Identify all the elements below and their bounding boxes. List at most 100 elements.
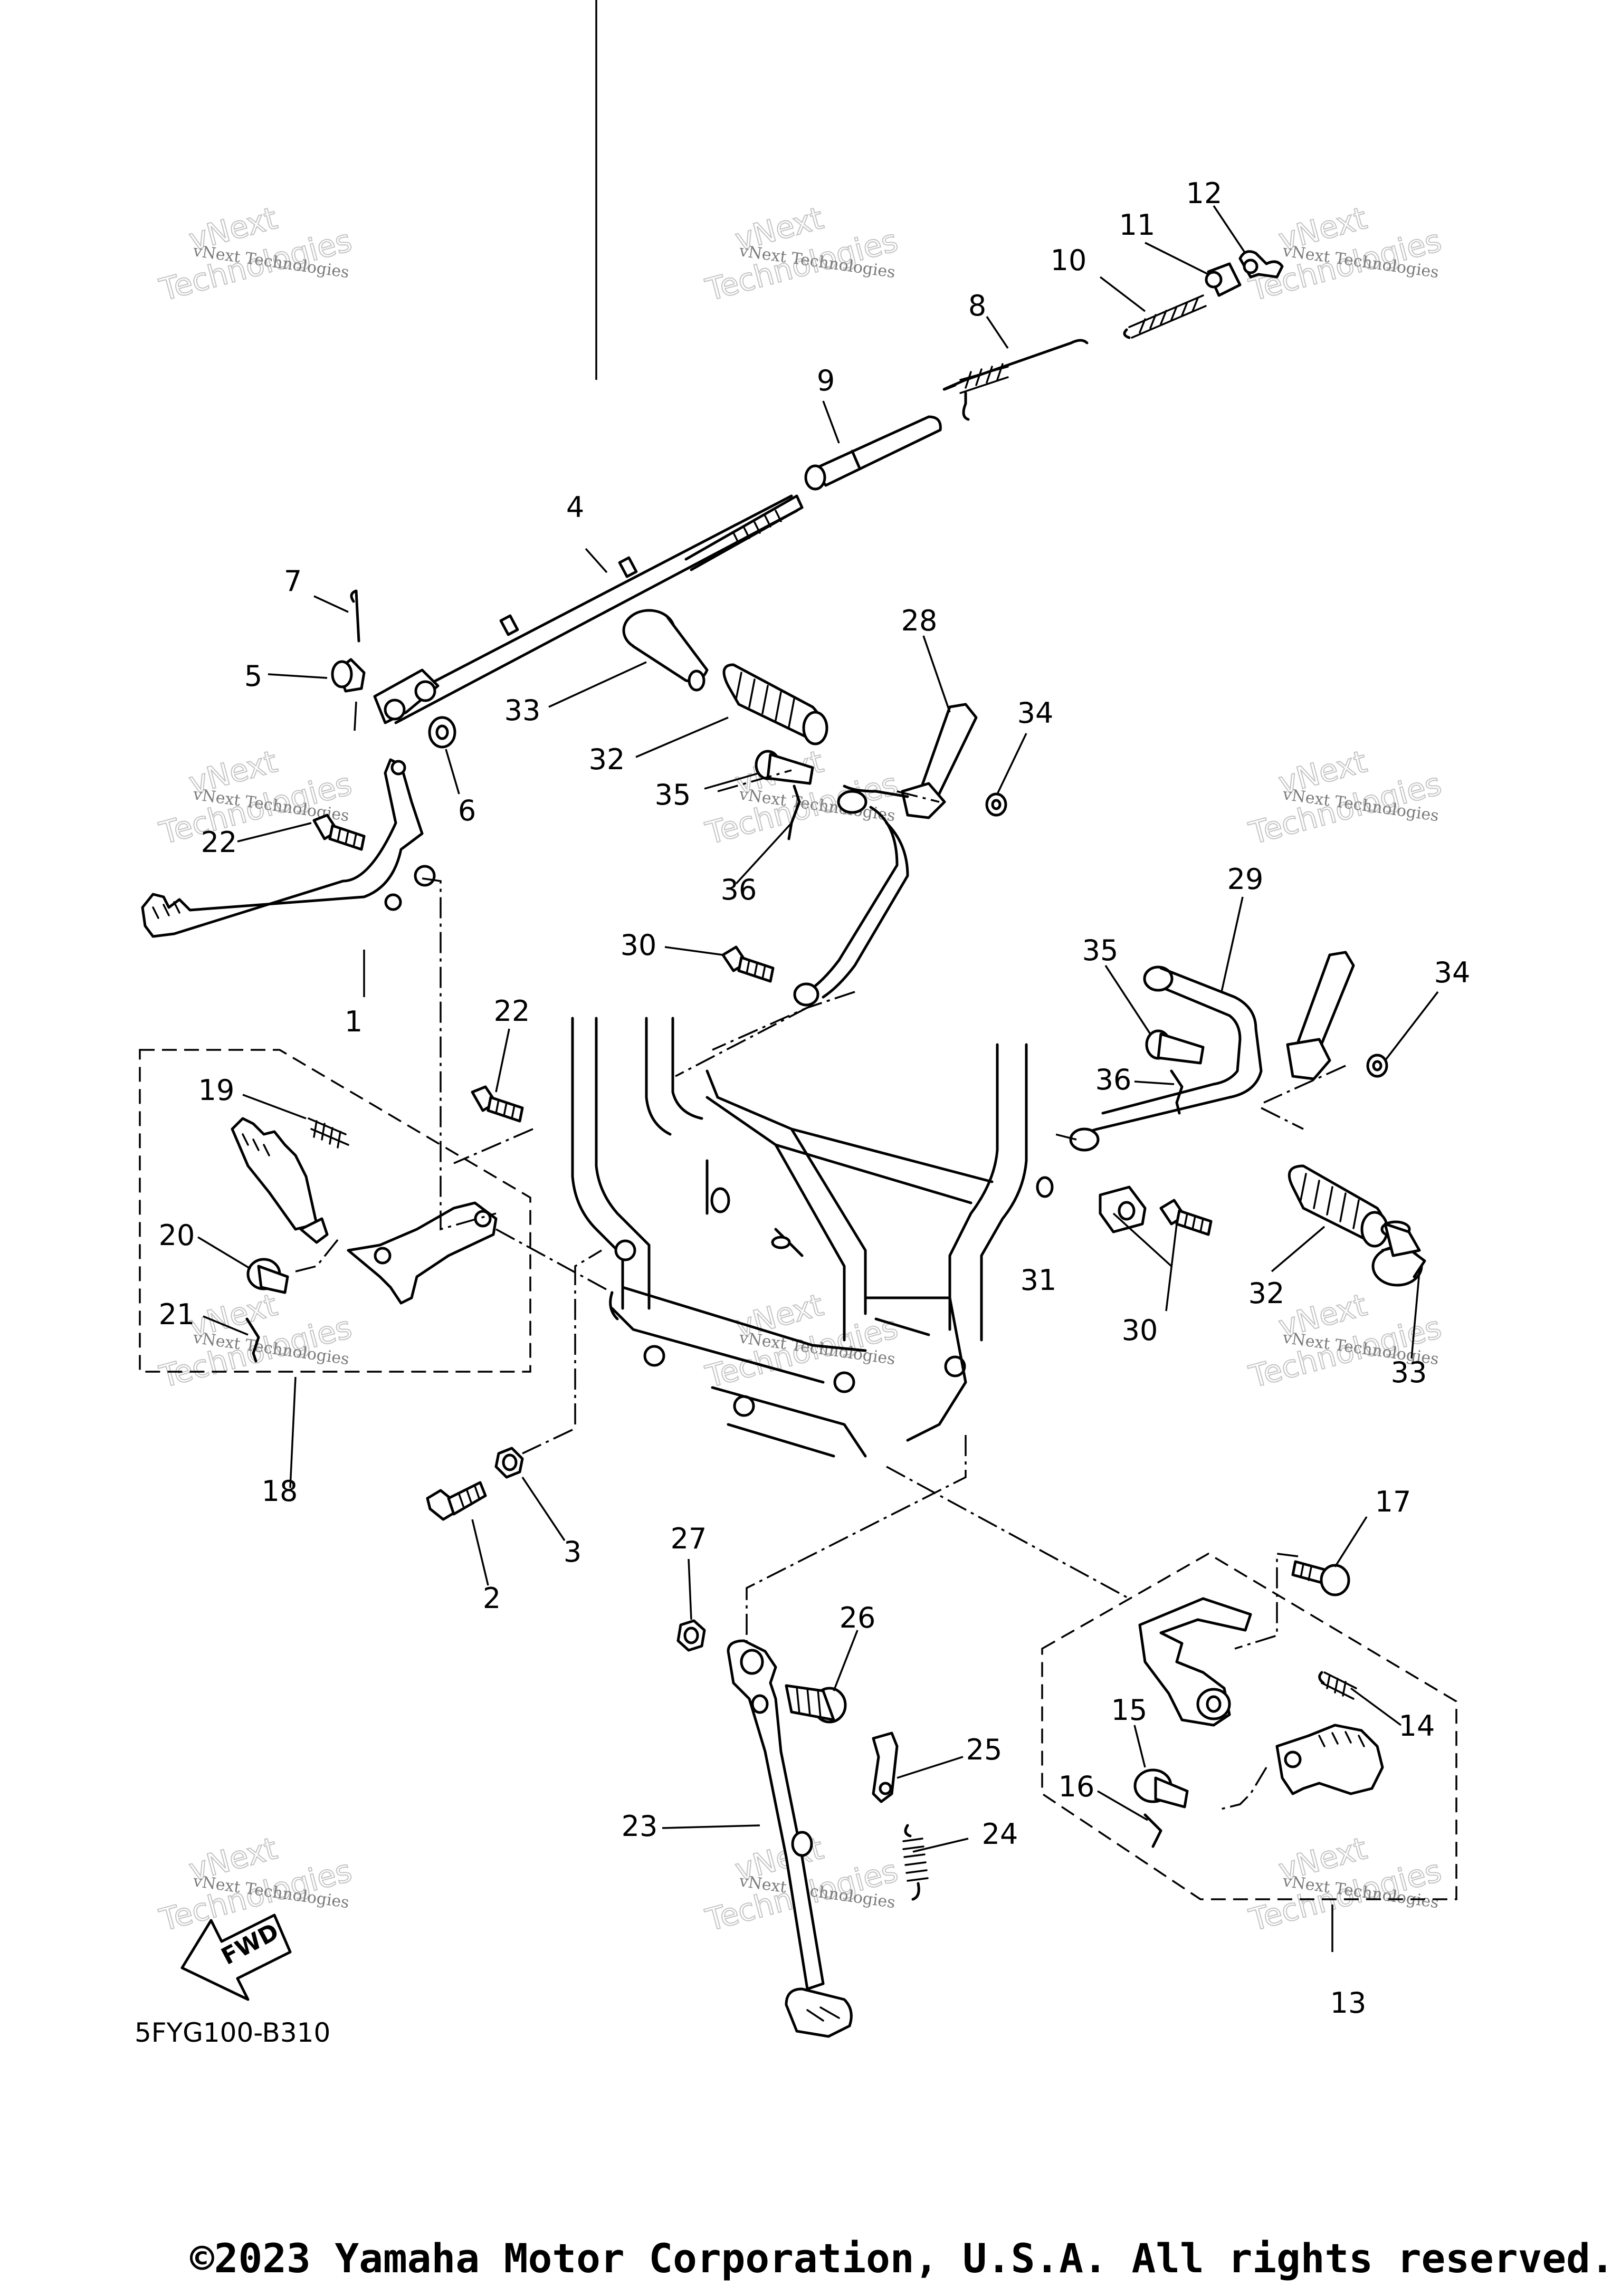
- washer-34-upper: [985, 792, 1007, 817]
- pin-35-upper: [755, 750, 814, 785]
- spring-19: [308, 1117, 349, 1149]
- part-label: 18: [262, 1475, 298, 1508]
- spring-14: [1318, 1671, 1357, 1700]
- footrest-rubber-right: [1288, 1164, 1389, 1248]
- part-label: 5: [244, 659, 262, 693]
- bolt-26: [785, 1684, 847, 1724]
- part-label: 32: [1248, 1277, 1285, 1310]
- watermark: vNext Technologies vNext Technologies: [1245, 199, 1445, 309]
- bolt-30-upper: [721, 945, 775, 983]
- part-label: 14: [1399, 1709, 1435, 1743]
- watermark: vNext Technologies vNext Technologies: [701, 743, 902, 852]
- part-label: 33: [1391, 1356, 1427, 1389]
- bolt-2: [426, 1481, 487, 1521]
- washer-6: [428, 716, 456, 749]
- footrest-18: [231, 1117, 329, 1244]
- nut-27: [676, 1619, 706, 1652]
- part-label: 35: [655, 778, 691, 811]
- watermarks: vNext Technologies vNext Technologies vN…: [155, 199, 1445, 1939]
- part-label: 19: [198, 1074, 235, 1107]
- pin-15: [1133, 1768, 1189, 1809]
- part-labels: 1 2 3 4 5 6 7 8 9 10 11 12 13 14 15 16 1…: [159, 177, 1471, 2020]
- side-stand: [727, 1639, 853, 2038]
- adjuster: [1205, 262, 1242, 297]
- washer-34-right: [1366, 1054, 1388, 1078]
- collar-31: [1099, 1185, 1147, 1233]
- spring-10: [1123, 294, 1207, 339]
- bracket-13: [1138, 1597, 1252, 1727]
- frame-outline: [571, 1017, 1054, 1458]
- part-label: 1: [345, 1005, 363, 1038]
- footrest-bracket-right: [1069, 951, 1355, 1152]
- part-label: 6: [458, 794, 476, 827]
- joint-sleeve: [804, 415, 942, 491]
- part-label: 26: [840, 1601, 876, 1634]
- part-label: 27: [671, 1522, 707, 1555]
- bolt-22-upper: [312, 814, 366, 851]
- part-label: 15: [1111, 1694, 1148, 1727]
- cotter-pin-36-upper: [787, 785, 801, 840]
- part-label: 23: [622, 1810, 658, 1843]
- part-label: 34: [1017, 696, 1054, 730]
- part-label: 30: [621, 929, 657, 962]
- part-label: 36: [1095, 1063, 1132, 1096]
- part-label: 8: [968, 289, 986, 322]
- part-label: 17: [1375, 1485, 1412, 1518]
- cotter-pin-21: [245, 1317, 260, 1363]
- part-label: 36: [721, 873, 757, 906]
- watermark: vNext Technologies vNext Technologies: [155, 1830, 356, 1939]
- brake-rod: [373, 494, 804, 724]
- bracket-25: [872, 1731, 899, 1803]
- cotter-pin-7: [350, 589, 360, 643]
- cotter-pin-36-right: [1170, 1069, 1184, 1115]
- part-label: 32: [589, 743, 625, 776]
- copyright-footer: ©2023 Yamaha Motor Corporation, U.S.A. A…: [190, 2235, 1615, 2282]
- watermark: vNext Technologies vNext Technologies: [701, 199, 902, 309]
- part-label: 16: [1059, 1770, 1095, 1803]
- footrest-pin-upper: [622, 609, 709, 692]
- part-label: 12: [1186, 177, 1223, 210]
- drawing-code: 5FYG100-B310: [135, 2017, 330, 2048]
- assembly-13-box: [1041, 1552, 1457, 1900]
- brake-pedal: [141, 758, 436, 938]
- part-label: 33: [504, 694, 541, 727]
- footrest-bracket-upper: [793, 703, 978, 1007]
- part-label: 22: [494, 994, 530, 1028]
- assembly-lines: [295, 769, 1346, 1811]
- part-label: 34: [1434, 956, 1471, 989]
- spring-8: [942, 339, 1089, 421]
- bracket-18: [347, 1201, 498, 1305]
- bolt-17: [1291, 1560, 1350, 1596]
- part-label: 10: [1051, 244, 1087, 277]
- part-label: 11: [1119, 208, 1156, 242]
- part-label: 30: [1122, 1314, 1158, 1347]
- leader-lines: [354, 0, 597, 731]
- bolt-22-lower: [471, 1085, 524, 1123]
- part-label: 29: [1227, 863, 1264, 896]
- part-label: 22: [201, 826, 237, 859]
- part-label: 3: [564, 1535, 581, 1568]
- watermark: vNext Technologies vNext Technologies: [1245, 1830, 1445, 1939]
- part-label: 7: [284, 565, 302, 598]
- part-label: 2: [483, 1582, 501, 1615]
- footrest-13: [1275, 1724, 1384, 1795]
- footrest-rubber-upper: [722, 663, 828, 745]
- part-label: 35: [1082, 934, 1119, 967]
- part-label: 4: [566, 491, 584, 524]
- part-label: 31: [1021, 1264, 1057, 1297]
- part-label: 20: [159, 1219, 195, 1252]
- part-label: 24: [982, 1817, 1018, 1851]
- watermark: vNext Technologies vNext Technologies: [1245, 743, 1445, 852]
- assembly-18-box: [139, 1049, 531, 1373]
- footrest-pin-right: [1371, 1220, 1426, 1287]
- part-label: 28: [901, 604, 938, 637]
- spring-24: [902, 1824, 929, 1901]
- cotter-pin-16: [1143, 1813, 1162, 1848]
- fwd-arrow-icon: FWD: [180, 1914, 292, 2001]
- bolt-30-right: [1159, 1199, 1213, 1236]
- part-label: 9: [817, 364, 835, 397]
- part-label: 25: [966, 1733, 1003, 1766]
- pin-5: [331, 658, 366, 693]
- part-label: 13: [1330, 1986, 1367, 2020]
